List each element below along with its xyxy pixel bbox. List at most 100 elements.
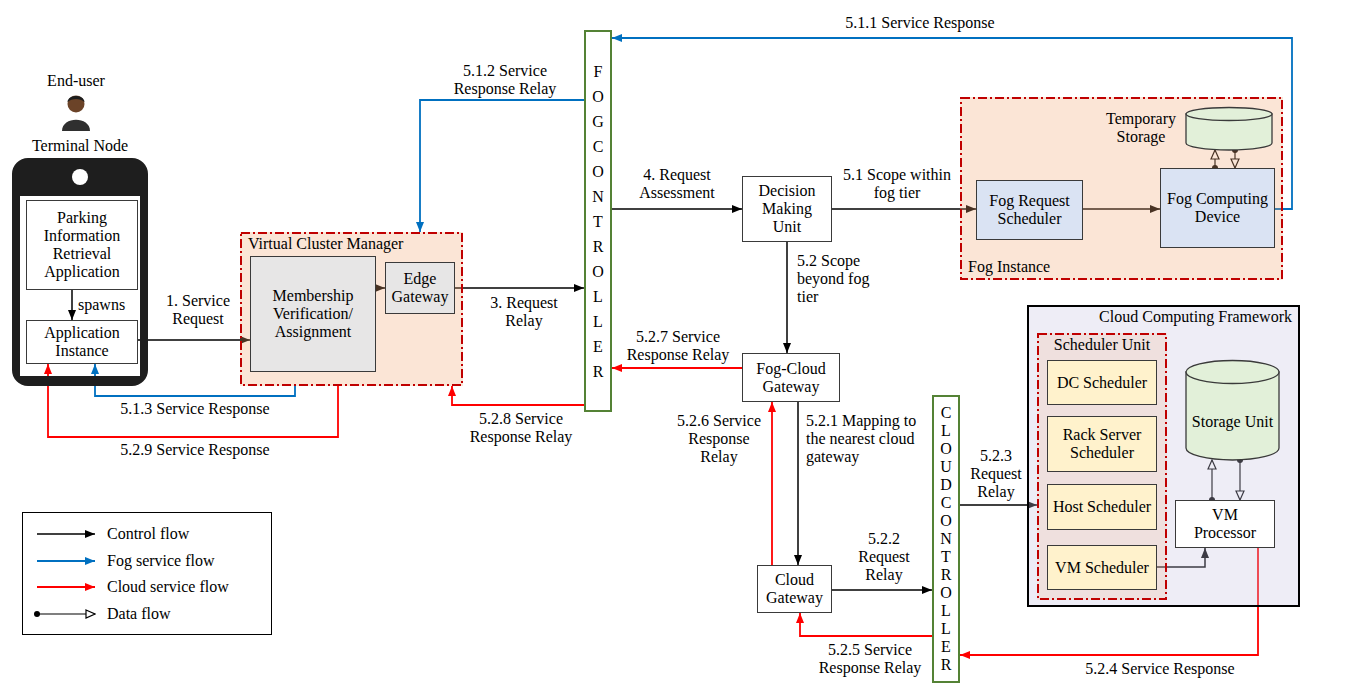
legend-text: Data flow xyxy=(107,605,171,623)
node-label: Application Instance xyxy=(31,324,133,360)
region-border xyxy=(241,233,462,385)
region-border xyxy=(1038,334,1166,599)
region-border xyxy=(961,98,1282,279)
cloud-service-arrow xyxy=(800,613,932,636)
node-label: Cloud Gateway xyxy=(762,571,827,607)
process-box: Decision Making Unit xyxy=(742,176,832,242)
control-flow-arrow xyxy=(138,339,250,341)
processor-box: VM Processor xyxy=(1175,500,1275,548)
edge-label: 5.2.5 Service Response Relay xyxy=(812,641,928,677)
legend-text: Control flow xyxy=(107,525,189,543)
terminal-node: Terminal NodeParking Information Retriev… xyxy=(12,158,148,386)
edge-label: 5.2.2 Request Relay xyxy=(844,530,924,584)
gateway-box: Edge Gateway xyxy=(385,262,455,314)
edge-label: 1. Service Request xyxy=(150,292,246,328)
edge-label: 5.2.8 Service Response Relay xyxy=(462,410,580,446)
gateway-box: Cloud Gateway xyxy=(757,565,832,613)
fog-service-arrow xyxy=(420,100,584,232)
edge-label: 5.1.3 Service Response xyxy=(105,400,285,418)
node-label: Decision Making Unit xyxy=(747,182,827,236)
legend-line xyxy=(37,533,95,535)
node-label: DC Scheduler xyxy=(1057,374,1147,392)
legend-sample xyxy=(33,551,99,571)
scheduler-box: VM Scheduler xyxy=(1047,545,1157,590)
storage-cylinder: Storage Unit xyxy=(1185,360,1280,460)
legend-box: Control flowFog service flowCloud servic… xyxy=(22,512,272,635)
control-flow-arrow xyxy=(832,208,976,210)
cloud-service-arrow xyxy=(771,402,773,565)
storage-cylinder-outline xyxy=(1185,107,1273,150)
edge-label: spawns xyxy=(78,296,138,314)
control-flow-arrow xyxy=(797,402,799,565)
cylinder-top xyxy=(1186,108,1272,121)
edge-label: 5.1.1 Service Response xyxy=(830,14,1010,32)
user-head xyxy=(68,96,85,113)
cylinder-body xyxy=(1186,372,1279,460)
cluster-region: Virtual Cluster ManagerMembership Verifi… xyxy=(240,232,463,386)
cloud-framework: Cloud Computing FrameworkScheduler UnitD… xyxy=(1027,305,1300,607)
legend-text: Fog service flow xyxy=(107,552,215,570)
controller-bar: FOG CONTROLLER xyxy=(584,30,612,412)
node-label: Host Scheduler xyxy=(1053,498,1151,516)
node-label: Fog Request Scheduler xyxy=(981,192,1078,228)
edge-label: 5.2.7 Service Response Relay xyxy=(618,328,738,364)
gateway-box: Fog-Cloud Gateway xyxy=(742,353,840,402)
legend-sample xyxy=(33,604,99,624)
edge-label: 5.1.2 Service Response Relay xyxy=(440,62,570,98)
legend-sample xyxy=(33,524,99,544)
region-title: Virtual Cluster Manager xyxy=(248,235,403,253)
region-title: Cloud Computing Framework xyxy=(1099,308,1292,326)
storage-cylinder: Temporary Storage xyxy=(1185,107,1273,150)
scheduler-box: Fog Request Scheduler xyxy=(976,180,1083,240)
actor-label: End-user xyxy=(30,72,122,90)
node-label: Storage Unit xyxy=(1192,413,1273,431)
scheduler-box: Host Scheduler xyxy=(1047,484,1157,530)
node-label: Edge Gateway xyxy=(390,270,450,306)
edge-label: 5.2 Scope beyond fog tier xyxy=(797,252,875,306)
control-flow-arrow xyxy=(832,589,932,591)
user-icon xyxy=(62,96,90,132)
controller-label: CLOUD CONTROLLER xyxy=(938,404,954,674)
node-label: Fog Computing Device xyxy=(1165,190,1270,226)
control-flow-arrow xyxy=(71,290,73,320)
control-flow-arrow xyxy=(960,504,1037,506)
application-box: Parking Information Retrieval Applicatio… xyxy=(26,200,138,290)
scheduler-box: Rack Server Scheduler xyxy=(1047,416,1157,472)
process-box: Membership Verification/ Assignment xyxy=(250,256,376,372)
edge-label: 5.2.1 Mapping to the nearest cloud gatew… xyxy=(806,412,924,466)
control-flow-arrow xyxy=(455,287,584,289)
cloud-service-arrow xyxy=(612,367,742,369)
edge-label: 3. Request Relay xyxy=(478,294,570,330)
legend-line xyxy=(37,586,95,588)
controller-label: FOG CONTROLLER xyxy=(590,59,606,384)
legend-text: Cloud service flow xyxy=(107,578,229,596)
phone-camera xyxy=(72,169,88,185)
controller-bar: CLOUD CONTROLLER xyxy=(932,395,960,683)
application-box: Application Instance xyxy=(26,320,138,364)
edge-label: 5.2.4 Service Response xyxy=(1060,660,1260,678)
edge-label: 4. Request Assessment xyxy=(618,166,736,202)
fog-region: Fog InstanceTemporary StorageFog Request… xyxy=(960,97,1283,280)
legend-line xyxy=(37,613,95,614)
legend-line xyxy=(37,560,95,562)
cloud-service-arrow xyxy=(452,386,584,405)
storage-cylinder-outline xyxy=(1185,360,1280,460)
phone-body xyxy=(12,158,148,386)
node-label: Fog-Cloud Gateway xyxy=(747,360,835,396)
scheduler-box: DC Scheduler xyxy=(1047,360,1157,405)
legend-sample xyxy=(33,577,99,597)
edge-label: 5.2.9 Service Response xyxy=(105,441,285,459)
node-label: Membership Verification/ Assignment xyxy=(255,287,371,341)
node-label: VM Scheduler xyxy=(1055,559,1149,577)
node-label: Rack Server Scheduler xyxy=(1052,426,1152,462)
node-label: VM Processor xyxy=(1180,506,1270,542)
node-heading: Terminal Node xyxy=(0,137,168,155)
user-body xyxy=(62,120,90,131)
node-label: Parking Information Retrieval Applicatio… xyxy=(31,209,133,281)
edge-label: 5.2.3 Request Relay xyxy=(963,447,1029,501)
control-flow-arrow xyxy=(786,242,788,353)
edge-label: 5.2.6 Service Response Relay xyxy=(672,412,766,466)
scheduler-region: Scheduler Unit DC SchedulerRack Server Sc… xyxy=(1037,333,1167,600)
edge-label: 5.1 Scope within fog tier xyxy=(836,166,958,202)
region-title: Scheduler Unit xyxy=(1037,336,1167,354)
